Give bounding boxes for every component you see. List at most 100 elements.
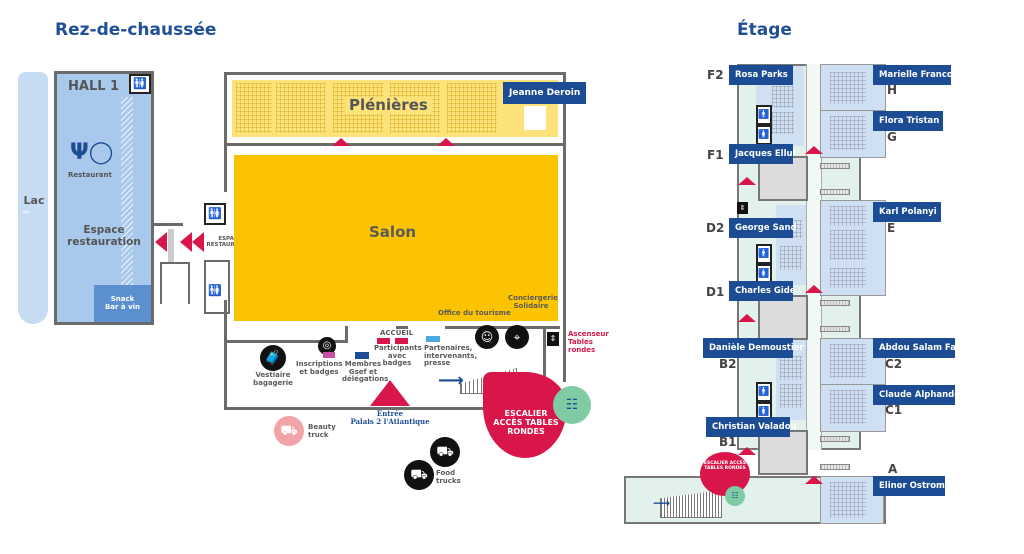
- espace-restauration-label: Espace restauration: [67, 224, 141, 248]
- entrance-text: Entrée: [376, 409, 404, 418]
- escalier-label: ESCALIER ACCÈS TABLES RONDES: [493, 409, 559, 436]
- corridor-bench: [820, 436, 850, 442]
- escalier-bubble[interactable]: [483, 372, 567, 458]
- room-tag-abdou-salam-fall[interactable]: Abdou Salam Fall: [873, 338, 962, 358]
- stair-arrow-icon: ⟶: [653, 496, 671, 510]
- room-tag-george-sand[interactable]: George Sand: [729, 218, 797, 238]
- hall-hatch: [121, 97, 133, 285]
- entrance-arrow: [738, 314, 756, 322]
- seating: [830, 268, 866, 288]
- inner-wall: [543, 326, 546, 410]
- lake: [18, 72, 48, 324]
- restroom-icon: 🚺: [756, 264, 772, 284]
- room-tag-claude-alphandery[interactable]: Claude Alphandéry: [873, 385, 970, 405]
- room-tag-jacques-ellul[interactable]: Jacques Ellul: [729, 144, 795, 164]
- room-tag-marielle-franco[interactable]: Marielle Franco: [873, 65, 953, 85]
- seating: [780, 356, 802, 380]
- main-building-wall-left: [224, 72, 227, 192]
- round-tables-icon: ☷: [553, 386, 591, 424]
- badge-icon: ◎: [318, 337, 336, 355]
- inner-wall: [224, 340, 348, 343]
- room-tag-karl-polanyi[interactable]: Karl Polanyi: [873, 202, 941, 222]
- service-block: [758, 295, 808, 340]
- seating: [780, 246, 802, 270]
- membres-color: [355, 352, 369, 359]
- beauty-truck-label: Beauty truck: [308, 423, 336, 439]
- entrance-arrow: [738, 447, 756, 455]
- inner-wall: [345, 326, 348, 343]
- room-code: A: [888, 462, 898, 476]
- membres-label: Membres Gsef et délégations: [342, 360, 389, 384]
- main-building-wall-left-lower: [224, 300, 227, 410]
- snack-bar: [94, 285, 151, 322]
- room-code: C1: [885, 403, 903, 417]
- upper-floor-title: Étage: [737, 20, 792, 40]
- main-building-wall-mid: [224, 143, 566, 146]
- connector-wall-top: [153, 223, 183, 226]
- seating: [772, 86, 794, 108]
- restroom-icon: 🚹: [756, 244, 772, 264]
- room-code: D1: [706, 285, 725, 299]
- room-tag-rosa-parks[interactable]: Rosa Parks: [729, 65, 793, 85]
- room-code: B1: [719, 435, 737, 449]
- entrance-arrow: [332, 138, 350, 146]
- inscriptions-color: [323, 352, 335, 358]
- room-code: H: [887, 83, 898, 97]
- room-code: D2: [706, 221, 725, 235]
- partenaires-label: Partenaires, intervenants, presse: [424, 344, 478, 368]
- entrance-arrow: [805, 146, 823, 154]
- restaurant-icon: Ψ◯: [70, 140, 114, 165]
- round-tables-icon: ☷: [725, 486, 745, 506]
- main-building-wall-top: [224, 72, 566, 75]
- room-code: B2: [719, 357, 737, 371]
- food-truck-icon: ⛟: [430, 437, 460, 467]
- office-tourisme-label: Office du tourisme: [438, 309, 511, 317]
- espace-restauration-sign: ESPACE RESTAURATION: [206, 236, 254, 249]
- corridor-bench: [820, 300, 850, 306]
- conciergerie-label: Conciergerie Solidaire: [508, 294, 559, 310]
- entrance-subtext: Palais 2 l'Atlantique: [350, 417, 430, 427]
- direction-arrow: [155, 232, 167, 252]
- food-truck-icon: ⛟: [404, 460, 434, 490]
- room-tag-charles-gide[interactable]: Charles Gide: [729, 281, 796, 301]
- seating: [830, 230, 866, 260]
- seating: [236, 83, 272, 133]
- service-block: [758, 430, 808, 475]
- main-building-wall-right: [563, 72, 566, 382]
- room-tag-flora-tristan[interactable]: Flora Tristan: [873, 111, 943, 131]
- inner-wall: [445, 326, 560, 329]
- entrance-arrow: [805, 476, 823, 484]
- room-tag-jeanne-deroin[interactable]: Jeanne Deroin: [503, 82, 587, 104]
- seating: [830, 390, 866, 424]
- main-entrance-arrow[interactable]: [370, 380, 410, 406]
- ascenseur-label: Ascenseur Tables rondes: [568, 330, 609, 355]
- stair-arrow-icon: ⟶: [438, 370, 464, 391]
- elevator-icon: ⇕: [737, 202, 748, 214]
- seating: [830, 206, 866, 226]
- room-code: F1: [707, 148, 724, 162]
- room-tag-christian-valadou[interactable]: Christian Valadou: [706, 417, 797, 437]
- accueil-label: ACCUEIL: [380, 329, 414, 337]
- room-tag-elinor-ostrom[interactable]: Elinor Ostrom: [873, 476, 945, 496]
- hall-1: [54, 71, 154, 325]
- vestiaire-label: Vestiaire bagagerie: [253, 371, 293, 387]
- seating: [830, 116, 866, 150]
- room-d2: [776, 205, 806, 285]
- entrance-arrow: [437, 138, 455, 146]
- seating: [772, 112, 794, 134]
- corridor-strip: [168, 229, 174, 263]
- salon-room: [234, 155, 558, 321]
- room-tag-daniele-demoustier[interactable]: Danièle Demoustier: [703, 338, 804, 358]
- corridor-bench: [820, 464, 850, 470]
- room-code: C2: [885, 357, 903, 371]
- food-trucks-label: Food trucks: [436, 469, 461, 485]
- escalier-label: ESCALIER ACCÈS TABLES RONDES: [703, 461, 747, 471]
- corridor-bench: [820, 163, 850, 169]
- corridor-bench: [820, 326, 850, 332]
- entrance-arrow: [738, 177, 756, 185]
- direction-arrow: [180, 232, 192, 252]
- tourism-office-icon: ☺: [475, 325, 499, 349]
- seating: [830, 72, 866, 104]
